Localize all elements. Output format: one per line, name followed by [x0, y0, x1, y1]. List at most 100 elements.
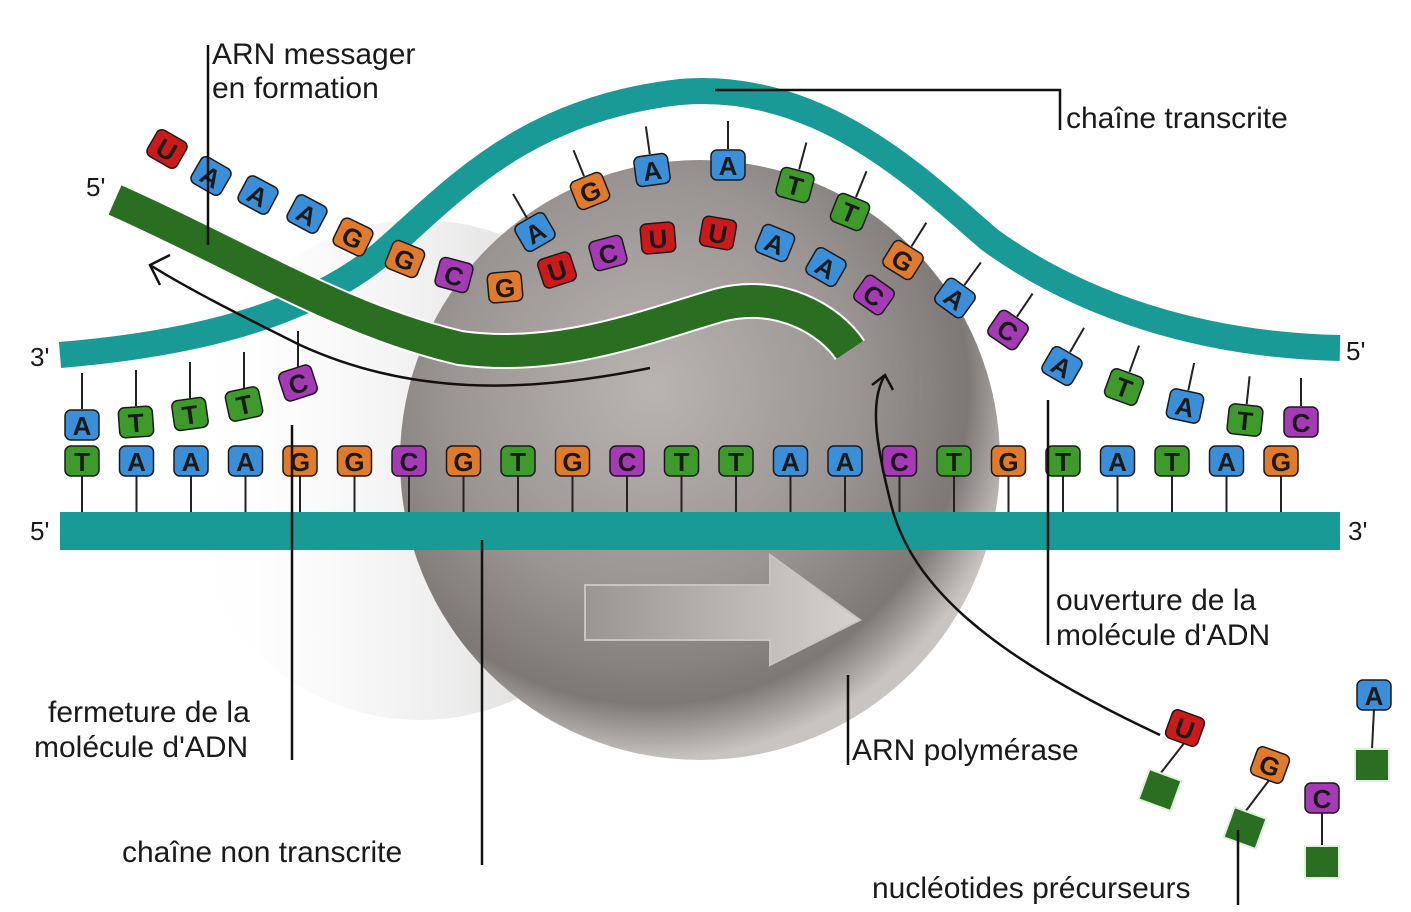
nucleotide-letter: T — [1235, 405, 1254, 437]
nucleotide-block — [934, 277, 976, 319]
nucleotide-template-closed-4: T — [224, 386, 264, 422]
nucleotide-letter: T — [783, 169, 806, 202]
nucleotide-template-open-2: G — [569, 171, 611, 211]
bond-line — [572, 149, 585, 177]
nucleotide-block — [1208, 445, 1245, 477]
nucleotide-block — [827, 445, 863, 477]
nucleotide-rna-6: G — [384, 239, 426, 279]
nucleotide-template-closed-5: C — [278, 364, 318, 402]
nucleotide-template-open-3: A — [633, 152, 671, 188]
label-ouverture-1: ouverture de la — [1056, 584, 1256, 617]
nucleotide-block — [1283, 406, 1319, 438]
nucleotide-letter: C — [890, 447, 909, 477]
nucleotide-block — [936, 445, 972, 477]
bond-line — [1371, 708, 1375, 750]
nucleotide-block — [514, 211, 556, 253]
nucleotide-block — [278, 364, 318, 402]
nucleotide-coding-15: A — [827, 445, 863, 477]
nucleotide-block — [64, 445, 100, 477]
nucleotide-block — [772, 445, 809, 477]
nucleotide-coding-1: T — [64, 445, 100, 477]
template-5-prime-label: 5' — [1346, 336, 1365, 366]
nucleotide-template-open-10: A — [1041, 345, 1083, 387]
nucleotide-rna-12: U — [698, 215, 738, 251]
nucleotide-block — [445, 445, 482, 477]
label-fermeture-1: fermeture de la — [48, 696, 250, 729]
nucleotide-block — [754, 223, 796, 263]
nucleotide-rna-2: A — [190, 155, 232, 197]
nucleotide-letter: G — [453, 447, 473, 477]
bond-line — [1069, 327, 1085, 353]
nucleotide-coding-3: A — [173, 445, 209, 477]
nucleotide-letter: A — [73, 411, 92, 441]
nucleotide-letter: A — [1217, 447, 1236, 477]
nucleotide-block — [554, 445, 591, 477]
nucleotide-block — [1045, 445, 1081, 477]
nucleotide-letter: T — [74, 447, 90, 477]
nucleotide-letter: G — [494, 272, 517, 304]
nucleotide-block — [1263, 445, 1299, 477]
coding-3-prime-label: 3' — [1348, 516, 1367, 546]
nucleotide-block — [384, 239, 426, 279]
nucleotide-letter: T — [180, 399, 200, 431]
nucleotide-rna-9: U — [537, 251, 577, 289]
nucleotide-coding-8: G — [445, 445, 482, 477]
nucleotide-block — [190, 155, 232, 197]
label-fermeture-2: molécule d'ADN — [34, 731, 248, 764]
nucleotide-coding-5: G — [282, 445, 318, 477]
nucleotide-letter: T — [127, 407, 145, 438]
nucleotide-letter: A — [836, 447, 855, 477]
nucleotide-coding-23: G — [1263, 445, 1299, 477]
nucleotide-block — [500, 445, 536, 477]
nucleotide-letter: A — [719, 151, 738, 181]
nucleotide-letter: A — [1108, 447, 1127, 477]
nucleotide-coding-17: T — [936, 445, 972, 477]
nucleotide-block — [434, 256, 474, 294]
precursor-sugar — [1137, 767, 1183, 813]
bond-line — [963, 261, 982, 286]
nucleotide-letter: C — [618, 447, 637, 477]
nucleotide-block — [336, 445, 373, 477]
nucleotide-block — [1165, 388, 1205, 424]
precursor-nucleotide-2: G — [1249, 746, 1291, 784]
rna-5-prime-label: 5' — [86, 172, 105, 202]
nucleotide-coding-2: A — [118, 445, 155, 477]
nucleotide-block — [1164, 709, 1206, 747]
nucleotide-block — [829, 192, 871, 232]
nucleotide-block — [1154, 445, 1190, 477]
nucleotide-coding-13: T — [718, 445, 754, 477]
nucleotide-letter: A — [781, 447, 800, 477]
nucleotide-block — [805, 246, 847, 288]
nucleotide-block — [853, 274, 895, 316]
bond-line — [1128, 345, 1140, 373]
nucleotide-letter: T — [728, 447, 744, 477]
precursor-sugar — [1304, 845, 1340, 879]
nucleotide-letter: T — [233, 389, 255, 422]
bond-line — [1159, 741, 1186, 775]
label-en-formation: en formation — [212, 72, 379, 105]
nucleotide-coding-19: T — [1045, 445, 1081, 477]
nucleotide-block — [1249, 746, 1291, 784]
precursor-sugar — [1354, 748, 1390, 782]
nucleotide-block — [990, 445, 1027, 477]
nucleotide-block — [332, 217, 374, 257]
nucleotide-block — [775, 166, 815, 204]
bond-line — [1187, 362, 1196, 391]
nucleotide-coding-4: A — [227, 445, 264, 477]
nucleotide-letter: C — [1292, 408, 1311, 438]
nucleotide-template-open-13: T — [1226, 403, 1264, 437]
nucleotide-coding-6: G — [336, 445, 373, 477]
label-nucleotides-precurseurs: nucléotides précurseurs — [872, 872, 1191, 905]
nucleotide-letter: G — [562, 447, 582, 477]
nucleotide-coding-7: C — [391, 445, 427, 477]
rna-growth-arrow — [149, 263, 651, 387]
nucleotide-template-open-6: T — [829, 192, 871, 232]
entry-arrowhead — [871, 373, 895, 391]
nucleotide-coding-20: A — [1099, 445, 1136, 477]
nucleotide-template-open-5: T — [775, 166, 815, 204]
nucleotide-block — [1103, 368, 1145, 406]
nucleotide-letter: T — [1055, 447, 1071, 477]
nucleotide-block — [663, 445, 700, 477]
nucleotide-rna-4: A — [286, 194, 328, 234]
